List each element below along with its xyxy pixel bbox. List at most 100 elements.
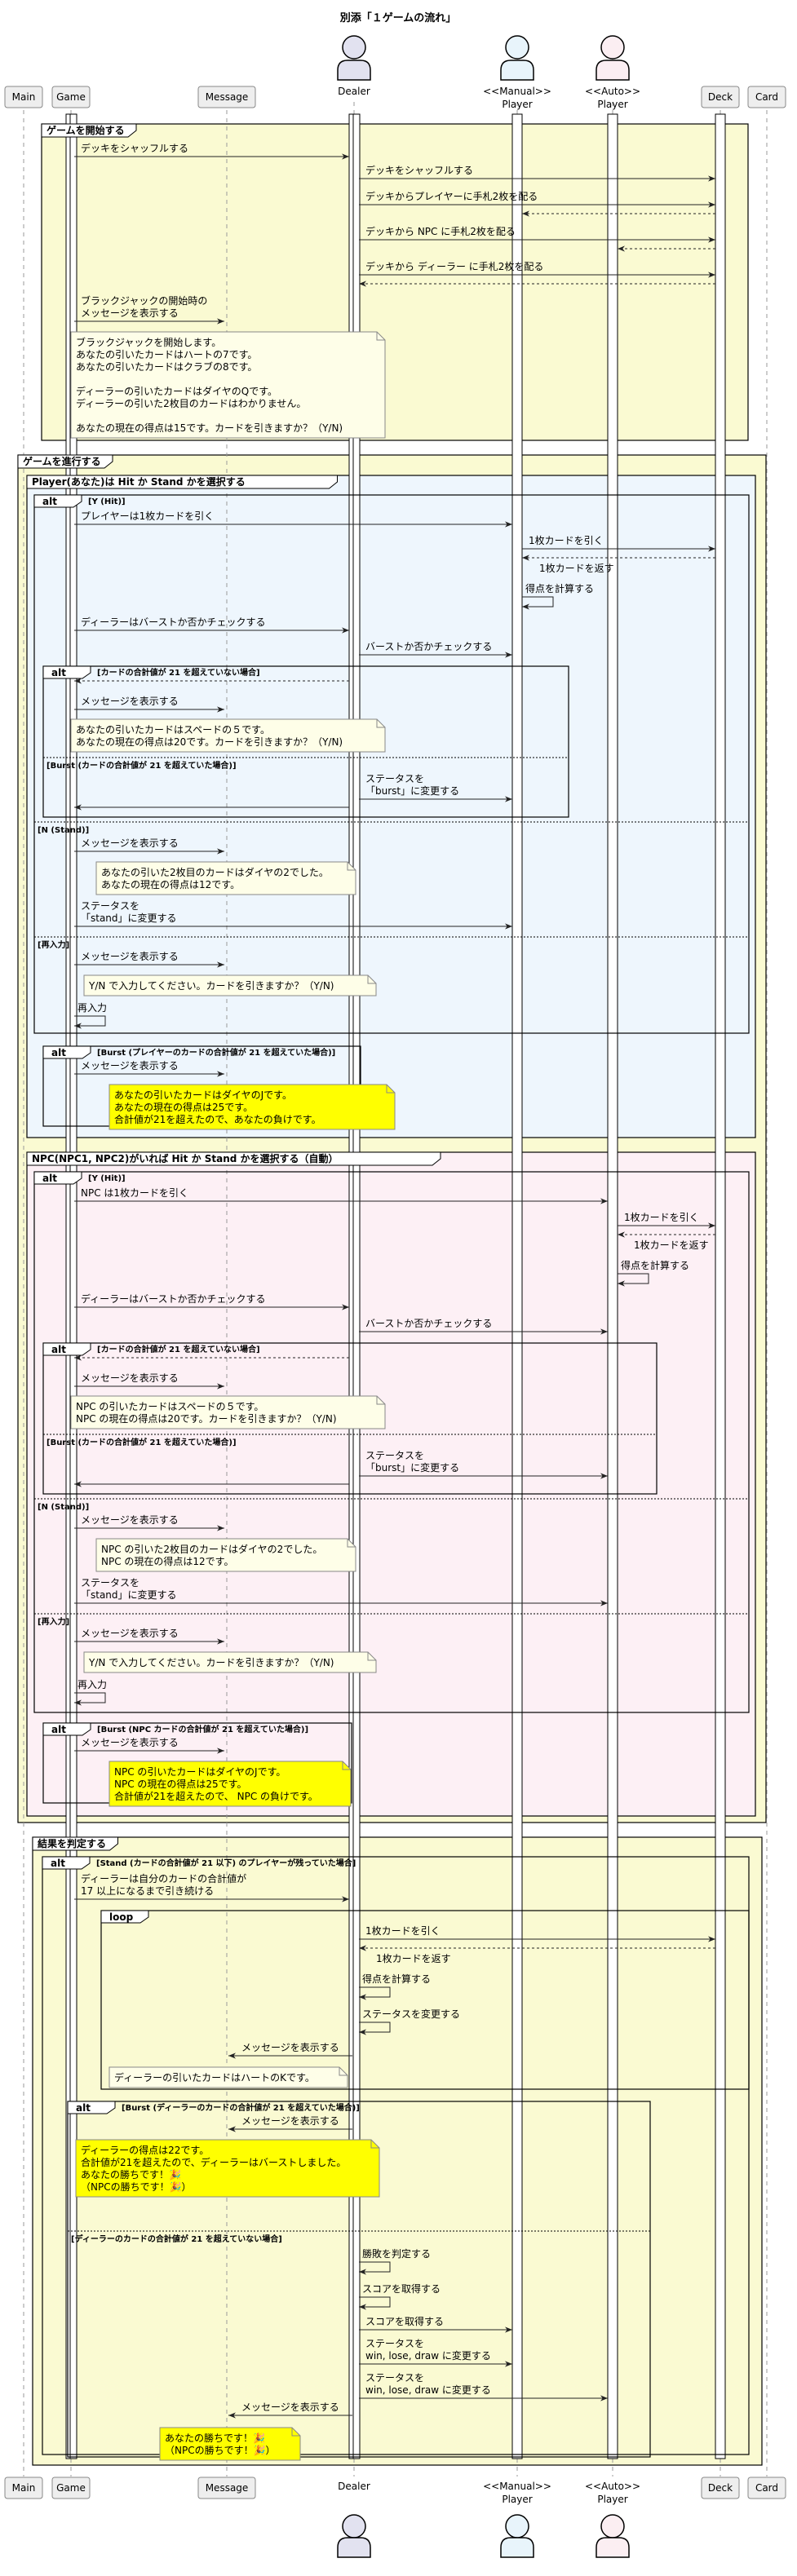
msg-d-score1-label: スコアを取得する bbox=[362, 2282, 441, 2295]
note-n-retry-text: Y/N で入力してください。カードを引きますか？（Y/N) bbox=[88, 1657, 334, 1668]
participant-game-bottom bbox=[51, 2477, 91, 2499]
msg-n-burst-show-label: メッセージを表示する bbox=[81, 1737, 179, 1748]
frame-p-burst-tab bbox=[42, 1045, 91, 1059]
note-d-burst bbox=[75, 2139, 380, 2198]
participant-message-label: Message bbox=[206, 2482, 249, 2494]
note-start-text: ディーラーの引いたカードはダイヤのQです。 bbox=[76, 385, 277, 397]
divider-p-retry-condition: [再入力] bbox=[38, 939, 69, 950]
note-start-fold bbox=[376, 332, 385, 341]
participant-game-label: Game bbox=[56, 2482, 86, 2494]
frame-p-inner-condition: [カードの合計値が 21 を超えていない場合] bbox=[97, 667, 260, 678]
divider-p-over-condition: [Burst (カードの合計値が 21 を超えていた場合)] bbox=[46, 760, 237, 771]
msg-deal-dealer-label: デッキから ディーラー に手札2枚を配る bbox=[365, 260, 543, 272]
msg-n-draw1-label: 1枚カードを引く bbox=[624, 1211, 699, 1223]
frame-d-alt-keyword: alt bbox=[51, 1858, 65, 1869]
participant-npc-body bbox=[596, 2537, 630, 2558]
msg-shuffle1-label: デッキをシャッフルする bbox=[81, 142, 188, 154]
frame-n-inner-keyword: alt bbox=[51, 1344, 66, 1355]
note-d-final bbox=[159, 2427, 301, 2461]
participant-npc-body bbox=[596, 60, 630, 81]
msg-p-check-label: ディーラーはバーストか否かチェックする bbox=[81, 616, 266, 628]
note-d-final-fold bbox=[291, 2428, 300, 2437]
frame-p-alt-tab bbox=[33, 494, 82, 508]
participant-player-head bbox=[505, 35, 529, 60]
frame-n-inner-condition: [カードの合計値が 21 を超えていない場合] bbox=[97, 1344, 260, 1354]
note-start-text: あなたの引いたカードはクラブの8です。 bbox=[76, 360, 257, 373]
frame-n-inner bbox=[42, 1342, 658, 1495]
msg-d-status-n-label: win, lose, draw に変更する bbox=[365, 2384, 491, 2396]
note-p-stand-text: あなたの引いた2枚目のカードはダイヤの2でした。 bbox=[101, 866, 329, 878]
msg-d-status-n-label: ステータスを bbox=[365, 2372, 424, 2384]
divider-p-stand-condition: [N (Stand)] bbox=[38, 826, 89, 835]
msg-p-stand-show-label: メッセージを表示する bbox=[81, 837, 179, 849]
msg-p-retry-show-label: メッセージを表示する bbox=[81, 951, 179, 962]
note-n-burst-fold bbox=[342, 1761, 351, 1770]
msg-d-calc-arrow bbox=[359, 1986, 391, 2000]
participant-player-stereotype: <<Manual>> bbox=[483, 2481, 551, 2492]
participant-main-top bbox=[4, 86, 43, 108]
msg-d-show-label: メッセージを表示する bbox=[241, 2042, 339, 2053]
msg-d-status-arrow bbox=[359, 2021, 391, 2035]
participant-npc-head bbox=[600, 35, 625, 60]
participant-main-label: Main bbox=[12, 91, 36, 103]
note-n-stand-text: NPC の現在の得点は12です。 bbox=[101, 1555, 233, 1567]
divider-n-stand-condition: [N (Stand)] bbox=[38, 1503, 89, 1512]
participant-card-label: Card bbox=[755, 91, 778, 103]
msg-n-status-burst-label: 「burst」に変更する bbox=[365, 1461, 459, 1474]
participant-game-top bbox=[51, 86, 91, 108]
msg-d-score1-arrow bbox=[359, 2296, 391, 2310]
msg-n-draw-label: NPC は1枚カードを引く bbox=[81, 1186, 188, 1199]
frame-n-alt-keyword: alt bbox=[42, 1173, 57, 1184]
participant-deck-label: Deck bbox=[708, 2482, 733, 2494]
msg-d-judge-arrow bbox=[359, 2261, 391, 2275]
msg-n-retry-self-label: 再入力 bbox=[77, 1679, 107, 1690]
participant-dealer-label: Dealer bbox=[338, 86, 370, 97]
participant-dealer-head bbox=[342, 35, 366, 60]
section-progress-tab bbox=[17, 454, 113, 469]
msg-d-draw1-label: 1枚カードを引く bbox=[365, 1924, 441, 1937]
note-p-fold bbox=[376, 719, 385, 728]
msg-d-status-label: ステータスを変更する bbox=[362, 2008, 460, 2020]
note-n-retry bbox=[83, 1651, 377, 1673]
note-d-burst-text: （NPCの勝ちです！🎉） bbox=[81, 2181, 192, 2193]
frame-d-burst-condition: [Burst (ディーラーのカードの合計値が 21 を超えていた場合)] bbox=[122, 2102, 360, 2113]
note-p bbox=[70, 718, 386, 753]
msg-d-burst-show-label: メッセージを表示する bbox=[241, 2115, 339, 2127]
frame-p-inner-tab bbox=[42, 665, 91, 679]
frame-n-alt-condition: [Y (Hit)] bbox=[88, 1174, 126, 1183]
section-judge-tab bbox=[32, 1836, 118, 1851]
divider-n-retry-condition: [再入力] bbox=[38, 1616, 69, 1627]
frame-d-burst bbox=[67, 2101, 651, 2458]
frame-d-burst-tab bbox=[67, 2101, 116, 2114]
msg-n-show-label: メッセージを表示する bbox=[81, 1372, 179, 1384]
msg-shuffle2-label: デッキをシャッフルする bbox=[365, 164, 473, 176]
note-p-stand bbox=[95, 861, 356, 895]
note-p-burst-text: あなたの現在の得点は25です。 bbox=[114, 1101, 253, 1113]
msg-d-score2-label: スコアを取得する bbox=[365, 2315, 444, 2327]
msg-deal-player-label: デッキからプレイヤーに手札2枚を配る bbox=[365, 190, 538, 202]
msg-p-calc-arrow bbox=[522, 596, 554, 610]
note-p-stand-fold bbox=[347, 862, 356, 871]
msg-d-draw-label: ディーラーは自分のカードの合計値が bbox=[81, 1872, 246, 1885]
note-n-text: NPC の引いたカードはスペードの５です。 bbox=[76, 1401, 263, 1412]
note-n-stand-fold bbox=[347, 1539, 356, 1548]
activation-game-inner bbox=[69, 113, 77, 2459]
participant-message-label: Message bbox=[206, 91, 249, 103]
section-player-choice-label: Player(あなた)は Hit か Stand かを選択する bbox=[32, 475, 246, 488]
msg-p-draw1-label: 1枚カードを引く bbox=[529, 534, 604, 546]
participant-player-label: Player bbox=[502, 99, 532, 110]
msg-n-draw-ret-label: 1枚カードを返す bbox=[634, 1239, 709, 1251]
participant-main-bottom bbox=[4, 2477, 43, 2499]
msg-p-retry-self-arrow bbox=[74, 1015, 106, 1029]
participant-deck-top bbox=[701, 86, 740, 108]
frame-n-alt bbox=[33, 1171, 750, 1713]
note-p-text: あなたの現在の得点は20です。カードを引きますか？（Y/N) bbox=[76, 736, 343, 748]
participant-dealer-body bbox=[337, 2537, 371, 2558]
note-p-retry-fold bbox=[367, 975, 376, 984]
participant-player-body bbox=[500, 60, 534, 81]
note-d-final-text: （NPCの勝ちです！🎉） bbox=[165, 2444, 276, 2456]
note-n-stand-text: NPC の引いた2枚目のカードはダイヤの2でした。 bbox=[101, 1543, 322, 1555]
msg-p-burst-show-label: メッセージを表示する bbox=[81, 1060, 179, 1071]
msg-n-calc-label: 得点を計算する bbox=[621, 1259, 689, 1271]
note-d-burst-text: ディーラーの得点は22です。 bbox=[81, 2144, 209, 2156]
